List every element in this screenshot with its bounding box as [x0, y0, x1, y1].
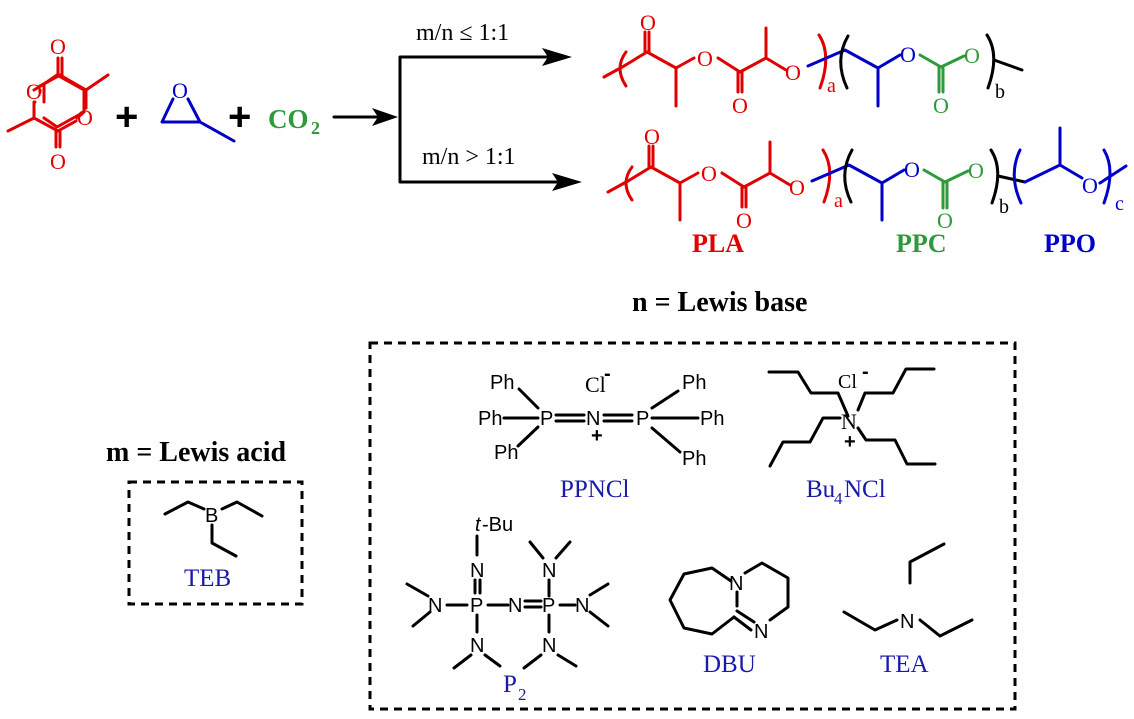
- b-atom: B: [205, 505, 218, 527]
- dbu-structure: N N: [668, 561, 790, 643]
- n-atom: N: [754, 621, 768, 643]
- o-atom: O: [640, 10, 656, 35]
- o-atom: O: [736, 208, 752, 233]
- lewis-acid-box: [127, 480, 304, 606]
- o-atom: O: [697, 46, 713, 71]
- epoxide-o: O: [172, 78, 188, 103]
- p-atom: P: [540, 408, 553, 430]
- lactide-o-bottom: O: [50, 149, 66, 174]
- o-atom: O: [644, 124, 660, 149]
- epoxide-structure: O: [160, 78, 236, 143]
- p2-label-sub: 2: [518, 685, 527, 704]
- ppncl-label: PPNCl: [560, 476, 630, 503]
- bu4ncl-label-tail: NCl: [844, 476, 886, 503]
- branch-arrows: [398, 48, 582, 191]
- subscript-a: a: [827, 75, 836, 97]
- ph-group: Ph: [682, 372, 706, 394]
- lactide-structure: O O O O: [6, 34, 110, 174]
- p-atom: P: [542, 595, 555, 617]
- o-atom: O: [1082, 173, 1098, 198]
- n-atom: N: [470, 635, 484, 657]
- teb-label: TEB: [184, 565, 231, 592]
- ph-group: Ph: [682, 448, 706, 470]
- n-atom: N: [586, 408, 600, 430]
- subscript-c: c: [1115, 193, 1124, 215]
- o-atom: O: [933, 93, 949, 118]
- tea-label: TEA: [880, 651, 929, 678]
- bu4ncl-label-sub: 4: [834, 489, 843, 508]
- ph-group: Ph: [494, 442, 518, 464]
- lewis-acid-heading: m = Lewis acid: [106, 437, 286, 468]
- ppncl-structure: Ph Ph Ph P N P Ph Ph Ph Cl - +: [478, 363, 724, 470]
- n-atom: N: [428, 595, 442, 617]
- lewis-base-heading: n = Lewis base: [632, 287, 807, 318]
- bu4ncl-structure: N Cl - +: [767, 361, 937, 468]
- n-atom: N: [841, 409, 857, 434]
- teb-structure: B: [163, 500, 264, 558]
- subscript-a: a: [834, 190, 843, 212]
- o-atom: O: [785, 60, 801, 85]
- n-atom: N: [542, 635, 556, 657]
- condition-lower: m/n > 1:1: [422, 144, 516, 170]
- co2-main: CO: [268, 104, 309, 134]
- product-upper: O O O O a O O O b: [602, 10, 1024, 118]
- label-ppo: PPO: [1044, 229, 1096, 258]
- label-ppc: PPC: [896, 229, 947, 258]
- condition-upper: m/n ≤ 1:1: [416, 20, 509, 46]
- n-atom: N: [729, 573, 743, 595]
- ph-group: Ph: [700, 408, 724, 430]
- o-atom: O: [904, 157, 920, 182]
- n-atom: N: [542, 560, 556, 582]
- tea-structure: N: [842, 542, 974, 638]
- p2-label: P 2: [503, 671, 527, 704]
- lactide-o-top: O: [50, 34, 66, 59]
- p2-label-main: P: [503, 671, 517, 698]
- cl-anion: Cl: [838, 371, 857, 393]
- o-atom: O: [789, 175, 805, 200]
- o-atom: O: [937, 208, 953, 233]
- n-atom: N: [508, 595, 522, 617]
- o-atom: O: [968, 158, 984, 183]
- ph-group: Ph: [490, 372, 514, 394]
- bu4ncl-label-main: Bu: [806, 476, 836, 503]
- lactide-o-left: O: [26, 79, 42, 104]
- p-atom: P: [636, 408, 649, 430]
- negative-charge: -: [604, 363, 611, 385]
- co2-subscript: 2: [311, 118, 320, 138]
- plus-sign-1: +: [115, 95, 138, 139]
- cl-anion: Cl: [585, 372, 606, 397]
- o-atom: O: [701, 161, 717, 186]
- label-pla: PLA: [692, 229, 744, 258]
- main-arrow: [332, 108, 398, 126]
- n-atom: N: [900, 611, 914, 633]
- lewis-base-box: [368, 341, 1017, 711]
- bu4ncl-label: Bu 4 NCl: [806, 476, 886, 508]
- p-atom: P: [470, 595, 483, 617]
- subscript-b: b: [999, 196, 1009, 218]
- positive-charge: +: [591, 425, 603, 447]
- o-atom: O: [732, 93, 748, 118]
- o-atom: O: [900, 42, 916, 67]
- n-atom: N: [470, 560, 484, 582]
- negative-charge: -: [862, 361, 869, 383]
- n-atom: N: [575, 595, 589, 617]
- lactide-o-right: O: [77, 105, 93, 130]
- p2-structure: t -Bu N P N N N P N N N: [405, 514, 610, 670]
- co2-label: CO 2: [268, 104, 320, 138]
- tbu-rest: -Bu: [482, 514, 513, 536]
- tbu-t: t: [475, 514, 482, 536]
- dbu-label: DBU: [703, 651, 756, 678]
- positive-charge: +: [844, 431, 856, 453]
- plus-sign-2: +: [228, 95, 251, 139]
- subscript-b: b: [995, 81, 1005, 103]
- product-lower: O O O O a O O O b O c: [606, 124, 1128, 233]
- ph-group: Ph: [478, 408, 502, 430]
- o-atom: O: [964, 43, 980, 68]
